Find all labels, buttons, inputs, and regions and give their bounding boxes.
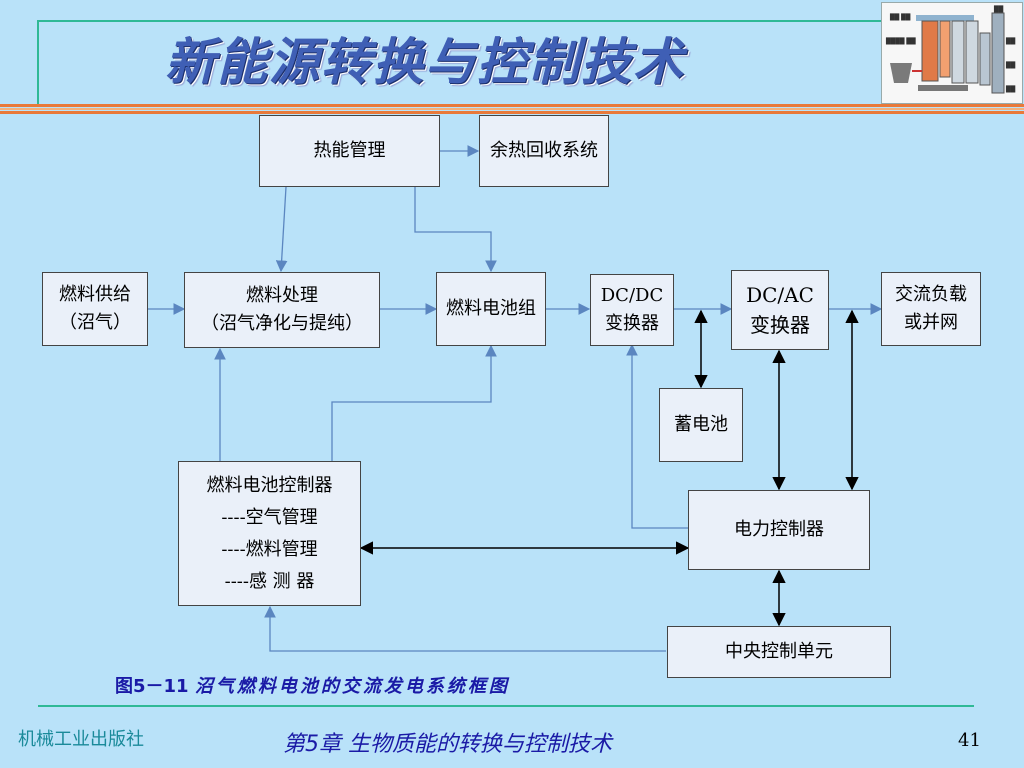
boiler-diagram-icon: ██ ██ ████ ██ ██ ██ ██ ██ [881,2,1023,104]
footer-chapter: 第5章 生物质能的转换与控制技术 [283,732,612,757]
node-battery: 蓄电池 [659,388,743,462]
node-ac-load: 交流负载 或并网 [881,272,981,346]
header-vertical-rule [37,20,39,104]
node-fuel-cell-stack: 燃料电池组 [436,272,546,346]
svg-text:██ ██: ██ ██ [889,13,911,21]
node-central-control-unit: 中央控制单元 [667,626,891,678]
footer-rule [38,705,974,707]
page-number: 41 [958,730,981,751]
edge-thermal-to-processing [275,186,288,273]
footer-publisher: 机械工业出版社 [18,729,144,750]
edge-powerctrl-to-dcdc [626,343,688,529]
node-fuel-processing: 燃料处理 （沼气净化与提纯） [184,272,380,348]
node-fuel-supply: 燃料供给 （沼气） [42,272,148,346]
node-dcdc-converter: DC/DC 变换器 [590,274,674,346]
header-band-orange-2 [0,111,1024,114]
figure-number: 图5－11 [115,676,189,697]
svg-text:██: ██ [1005,37,1016,45]
svg-text:██: ██ [1005,85,1016,93]
node-dcac-converter: DC/AC 变换器 [731,270,829,350]
edge-central-to-fcctrl [264,605,666,652]
slide-title: 新能源转换与控制技术 [165,33,685,91]
header-band-light [0,108,1024,110]
node-fuel-cell-controller: 燃料电池控制器 ----空气管理 ----燃料管理 ----感 测 器 [178,461,361,606]
figure-caption-text: 沼气燃料电池的交流发电系统框图 [194,676,510,697]
node-power-controller: 电力控制器 [688,490,870,570]
node-waste-heat-recovery: 余热回收系统 [479,115,609,187]
svg-text:████ ██: ████ ██ [885,37,916,45]
edge-thermal-to-stack [414,187,497,273]
svg-text:██: ██ [993,5,1004,13]
node-thermal-management: 热能管理 [259,115,440,187]
header-band-orange [0,104,1024,107]
svg-text:██: ██ [1005,61,1016,69]
edge-fcctrl-to-stack [331,344,497,461]
header-top-rule [37,20,905,22]
figure-caption: 图5－11 沼气燃料电池的交流发电系统框图 [115,672,510,698]
